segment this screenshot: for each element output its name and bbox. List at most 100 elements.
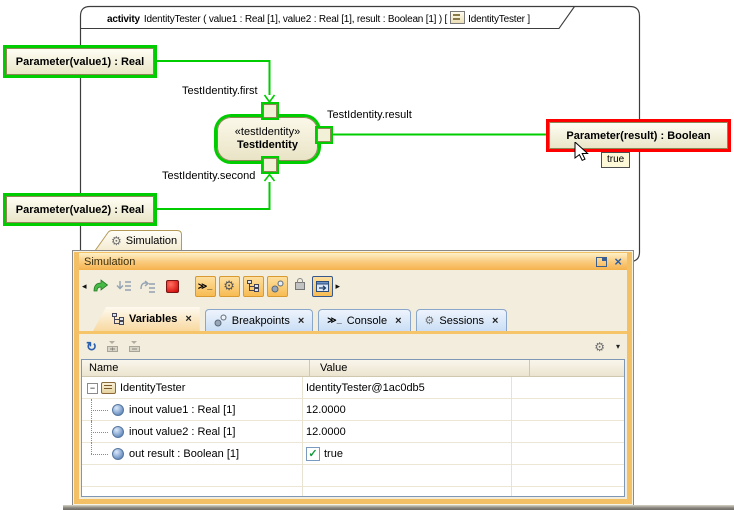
action-stereotype: «testIdentity» xyxy=(234,126,301,138)
tab-sessions-label: Sessions xyxy=(439,314,485,327)
table-body: − IdentityTester IdentityTester@1ac0db5 xyxy=(82,377,624,496)
collapse-all-icon-disabled[interactable] xyxy=(128,340,141,353)
action-name: TestIdentity xyxy=(237,139,298,151)
variable-icon xyxy=(112,448,124,460)
input-pin-second[interactable] xyxy=(263,158,277,172)
tab-variables-label: Variables xyxy=(129,313,178,325)
tab-variables[interactable]: Variables × xyxy=(93,307,200,331)
resume-icon xyxy=(93,279,108,292)
variables-table: Name Value − IdentityTester xyxy=(81,359,625,497)
close-icon[interactable]: × xyxy=(297,314,305,327)
table-header: Name Value xyxy=(82,360,624,377)
variables-icon xyxy=(112,313,124,325)
view-tab-bar: Variables × Breakpoints × ≫_ Console xyxy=(79,302,627,334)
value-tooltip: true xyxy=(601,152,631,168)
pin-label-second: TestIdentity.second xyxy=(162,170,256,182)
close-icon[interactable]: × xyxy=(395,314,402,327)
tab-console[interactable]: ≫_ Console × xyxy=(318,309,411,331)
tab-sessions[interactable]: ⚙ Sessions × xyxy=(415,309,508,331)
panel-title: Simulation xyxy=(84,255,136,268)
row-name: inout value1 : Real [1] xyxy=(129,404,236,416)
column-separator xyxy=(302,377,303,496)
console-icon: ≫_ xyxy=(197,280,213,291)
resume-button[interactable] xyxy=(90,276,111,297)
table-row-value1[interactable]: inout value1 : Real [1] 12.0000 xyxy=(82,399,624,421)
step-over-icon xyxy=(140,279,156,293)
step-into-button[interactable] xyxy=(114,276,135,297)
action-node-testidentity[interactable]: «testIdentity» TestIdentity xyxy=(217,117,318,161)
toolbar-overflow-right-icon[interactable]: ▸ xyxy=(335,280,341,291)
parameter-node-result[interactable]: Parameter(result) : Boolean xyxy=(549,122,728,149)
column-header-extra xyxy=(530,360,624,376)
row-name: inout value2 : Real [1] xyxy=(129,426,236,438)
column-separator xyxy=(511,377,512,496)
input-pin-first[interactable] xyxy=(263,104,277,118)
frame-kind-label: activity xyxy=(107,14,140,25)
refresh-icon[interactable]: ↻ xyxy=(86,338,97,354)
close-icon[interactable]: × xyxy=(614,253,622,269)
pin-label-result: TestIdentity.result xyxy=(327,109,412,121)
tree-expander-icon[interactable]: − xyxy=(87,382,98,394)
console-toggle-button[interactable]: ≫_ xyxy=(194,275,216,297)
float-window-icon[interactable] xyxy=(596,256,608,267)
parameter-node-value2[interactable]: Parameter(value2) : Real xyxy=(6,196,154,223)
breakpoints-toggle-button[interactable] xyxy=(266,275,288,297)
panel-header: Simulation × xyxy=(79,253,627,270)
gear-icon: ⚙ xyxy=(223,278,235,293)
toolbar-overflow-left-icon[interactable]: ◂ xyxy=(82,280,87,291)
tab-breakpoints[interactable]: Breakpoints × xyxy=(204,309,314,331)
activity-node-icon xyxy=(101,382,116,394)
step-into-icon xyxy=(116,280,132,291)
lock-icon[interactable] xyxy=(294,278,305,290)
object-flow-value1[interactable] xyxy=(154,60,276,104)
checkbox-checked[interactable]: ✓ xyxy=(306,447,320,461)
window-bottom-edge xyxy=(63,505,734,510)
table-row-identitytester[interactable]: − IdentityTester IdentityTester@1ac0db5 xyxy=(82,377,624,399)
breakpoints-icon xyxy=(214,314,227,327)
gear-icon: ⚙ xyxy=(111,234,122,248)
row-name: out result : Boolean [1] xyxy=(129,448,240,460)
settings-gear-icon[interactable]: ⚙ xyxy=(594,339,605,354)
close-icon[interactable]: × xyxy=(185,313,192,325)
detach-window-icon xyxy=(315,280,329,292)
table-row-value2[interactable]: inout value2 : Real [1] 12.0000 xyxy=(82,421,624,443)
simulation-window-tab[interactable]: ⚙ Simulation xyxy=(93,229,183,252)
row-value: true xyxy=(324,448,343,460)
window-tab-shape xyxy=(93,230,182,252)
console-icon: ≫_ xyxy=(327,315,342,325)
row-value[interactable]: 12.0000 xyxy=(306,404,346,416)
gear-icon: ⚙ xyxy=(424,315,435,327)
parameter-value2-label: Parameter(value2) : Real xyxy=(15,203,145,216)
frame-signature: IdentityTester ( value1 : Real [1], valu… xyxy=(143,14,448,25)
terminate-button[interactable] xyxy=(165,279,179,293)
chevron-down-icon[interactable]: ▾ xyxy=(615,342,620,351)
simulation-config-button[interactable]: ⚙ xyxy=(218,275,240,297)
column-header-value[interactable]: Value xyxy=(310,360,530,376)
tab-console-label: Console xyxy=(346,314,388,327)
window-tab-label: Simulation xyxy=(125,235,178,247)
detach-window-button[interactable] xyxy=(311,275,333,297)
expand-all-icon-disabled[interactable] xyxy=(106,340,119,353)
variables-toggle-button[interactable] xyxy=(242,275,264,297)
parameter-result-label: Parameter(result) : Boolean xyxy=(566,129,711,142)
output-pin-result[interactable] xyxy=(317,128,331,142)
breakpoints-icon xyxy=(271,280,284,292)
variables-icon xyxy=(247,280,260,292)
mouse-cursor-icon xyxy=(574,142,589,162)
simulation-toolbar: ◂ xyxy=(79,270,627,302)
row-value[interactable]: 12.0000 xyxy=(306,426,346,438)
object-flow-value2[interactable] xyxy=(154,173,276,210)
pin-label-first: TestIdentity.first xyxy=(182,85,258,97)
row-name: IdentityTester xyxy=(120,382,186,394)
column-header-name[interactable]: Name xyxy=(82,360,310,376)
table-row-result[interactable]: out result : Boolean [1] ✓ true xyxy=(82,443,624,465)
tab-breakpoints-label: Breakpoints xyxy=(231,314,290,327)
parameter-node-value1[interactable]: Parameter(value1) : Real xyxy=(6,48,154,75)
variable-icon xyxy=(112,426,124,438)
parameter-value1-label: Parameter(value1) : Real xyxy=(15,55,145,68)
close-icon[interactable]: × xyxy=(492,314,499,327)
step-over-button[interactable] xyxy=(138,276,159,297)
row-value[interactable]: IdentityTester@1ac0db5 xyxy=(306,382,425,394)
